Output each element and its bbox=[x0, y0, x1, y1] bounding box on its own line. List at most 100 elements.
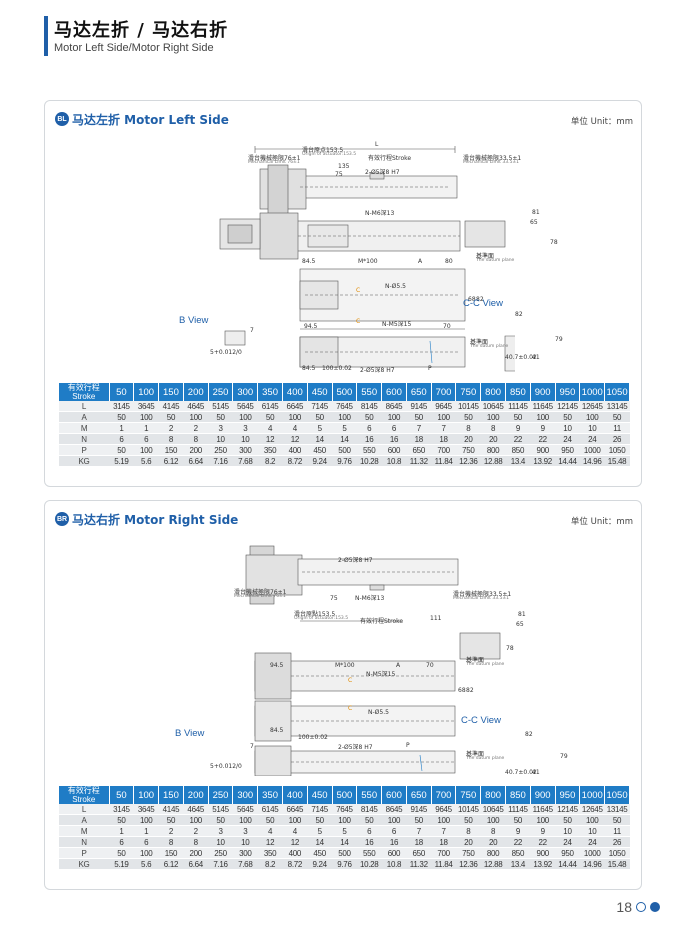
table-cell: 22 bbox=[530, 836, 556, 848]
table-cell: 700 bbox=[431, 847, 456, 859]
table-cell: 5.6 bbox=[133, 455, 159, 467]
table-cell: 20 bbox=[480, 836, 506, 848]
table-cell: 50 bbox=[158, 411, 184, 423]
table-cell: 8 bbox=[183, 433, 209, 445]
table-cell: 10 bbox=[555, 422, 580, 434]
table-cell: 10 bbox=[208, 433, 233, 445]
cc-dim-40-7: 40.7±0.02 bbox=[505, 769, 537, 776]
table-cell: 6 bbox=[133, 433, 159, 445]
table-cell: 5645 bbox=[232, 401, 258, 412]
table-cell: 22 bbox=[505, 836, 531, 848]
table-cell: 12645 bbox=[579, 804, 605, 815]
table-cell: 850 bbox=[505, 847, 531, 859]
page-number: 18 bbox=[616, 899, 632, 915]
table-cell: 50 bbox=[604, 814, 630, 826]
hole-label: 2-Ø5深8 H7 bbox=[365, 169, 400, 176]
table-cell: 16 bbox=[381, 836, 407, 848]
stroke-value-header: 950 bbox=[555, 786, 581, 804]
table-cell: 14.96 bbox=[579, 455, 605, 467]
bl-badge-icon: BL bbox=[55, 112, 69, 126]
table-cell: 50 bbox=[555, 814, 580, 826]
row-label: N bbox=[59, 433, 109, 445]
section-title-text: 马达右折 Motor Right Side bbox=[72, 512, 239, 527]
stroke-value-header: 350 bbox=[257, 786, 283, 804]
table-cell: 250 bbox=[208, 847, 233, 859]
table-cell: 450 bbox=[307, 847, 333, 859]
table-cell: 2 bbox=[158, 422, 184, 434]
stroke-value-header: 100 bbox=[133, 786, 160, 804]
table-cell: 10 bbox=[579, 422, 605, 434]
table-cell: 50 bbox=[109, 444, 134, 456]
table-cell: 14 bbox=[332, 836, 357, 848]
table-cell: 6145 bbox=[257, 804, 283, 815]
datum-label-en: The datum plane bbox=[466, 662, 505, 667]
table-cell: 50 bbox=[158, 814, 184, 826]
table-cell: 5145 bbox=[208, 401, 233, 412]
table-cell: 6.64 bbox=[183, 455, 209, 467]
table-cell: 14.44 bbox=[555, 455, 580, 467]
stroke-value-header: 250 bbox=[208, 786, 234, 804]
table-cell: 10 bbox=[208, 836, 233, 848]
table-cell: 15.48 bbox=[604, 858, 630, 870]
dim-82: 82 bbox=[476, 296, 484, 303]
circle-outline-icon bbox=[636, 902, 646, 912]
row-label: M bbox=[59, 825, 109, 837]
table-cell: 950 bbox=[555, 444, 580, 456]
table-cell: 100 bbox=[431, 411, 456, 423]
table-cell: 350 bbox=[257, 847, 283, 859]
table-cell: 5645 bbox=[232, 804, 258, 815]
table-cell: 9.24 bbox=[307, 858, 333, 870]
table-cell: 3 bbox=[232, 422, 258, 434]
right-limit-label: 滑台機械極限33.5±1 bbox=[463, 155, 522, 162]
stroke-value-header: 100 bbox=[133, 383, 160, 401]
cc-view-label: C-C View bbox=[461, 715, 501, 726]
table-cell: 15.48 bbox=[604, 455, 630, 467]
table-cell: 6145 bbox=[257, 401, 283, 412]
dim-a: A bbox=[418, 258, 423, 265]
section-title: BL 马达左折 Motor Left Side bbox=[55, 111, 229, 127]
table-cell: 800 bbox=[480, 847, 506, 859]
origin-label: 滑台原点153.5 bbox=[302, 147, 344, 154]
cc-dim-41: 41 bbox=[532, 354, 540, 361]
row-label: P bbox=[59, 444, 109, 456]
table-cell: 14.44 bbox=[555, 858, 580, 870]
table-cell: 8645 bbox=[381, 804, 407, 815]
table-cell: 7.16 bbox=[208, 455, 233, 467]
table-cell: 24 bbox=[579, 836, 605, 848]
table-cell: 9645 bbox=[431, 804, 456, 815]
table-cell: 50 bbox=[109, 814, 134, 826]
stroke-value-header: 600 bbox=[381, 786, 407, 804]
table-cell: 600 bbox=[381, 847, 407, 859]
table-cell: 12 bbox=[282, 836, 308, 848]
table-cell: 1 bbox=[109, 422, 134, 434]
dim-111: 111 bbox=[430, 615, 442, 622]
section-motor-right-side: BR 马达右折 Motor Right Side 单位 Unit：mm bbox=[44, 500, 642, 890]
table-cell: 400 bbox=[282, 444, 308, 456]
drawing-lines-right bbox=[245, 545, 501, 776]
table-cell: 24 bbox=[555, 433, 580, 445]
cc-dim-79: 79 bbox=[555, 336, 563, 343]
circle-filled-icon bbox=[650, 902, 660, 912]
left-limit-label-en: Mechanical Limit 76±1 bbox=[234, 594, 286, 599]
table-cell: 18 bbox=[431, 433, 456, 445]
stroke-label: 有效行程Stroke bbox=[360, 618, 404, 625]
table-cell: 4145 bbox=[158, 401, 184, 412]
table-cell: 6 bbox=[133, 836, 159, 848]
table-cell: 850 bbox=[505, 444, 531, 456]
dim-84-5: 84.5 bbox=[302, 258, 316, 265]
table-cell: 14.96 bbox=[579, 858, 605, 870]
datum-label: 基準面 bbox=[476, 253, 495, 260]
table-cell: 13.4 bbox=[505, 455, 531, 467]
table-cell: 4145 bbox=[158, 804, 184, 815]
table-cell: 13.4 bbox=[505, 858, 531, 870]
table-cell: 5 bbox=[332, 825, 357, 837]
hole-label-2: 2-Ø5深8 H7 bbox=[360, 367, 395, 374]
table-cell: 900 bbox=[530, 444, 556, 456]
table-cell: 8.72 bbox=[282, 858, 308, 870]
section-c-mark-2: C bbox=[356, 318, 361, 325]
table-cell: 12145 bbox=[555, 401, 580, 412]
hole-label: 2-Ø5深8 H7 bbox=[338, 557, 373, 564]
origin-label-en: Origin of actuator:153.5 bbox=[294, 616, 349, 621]
